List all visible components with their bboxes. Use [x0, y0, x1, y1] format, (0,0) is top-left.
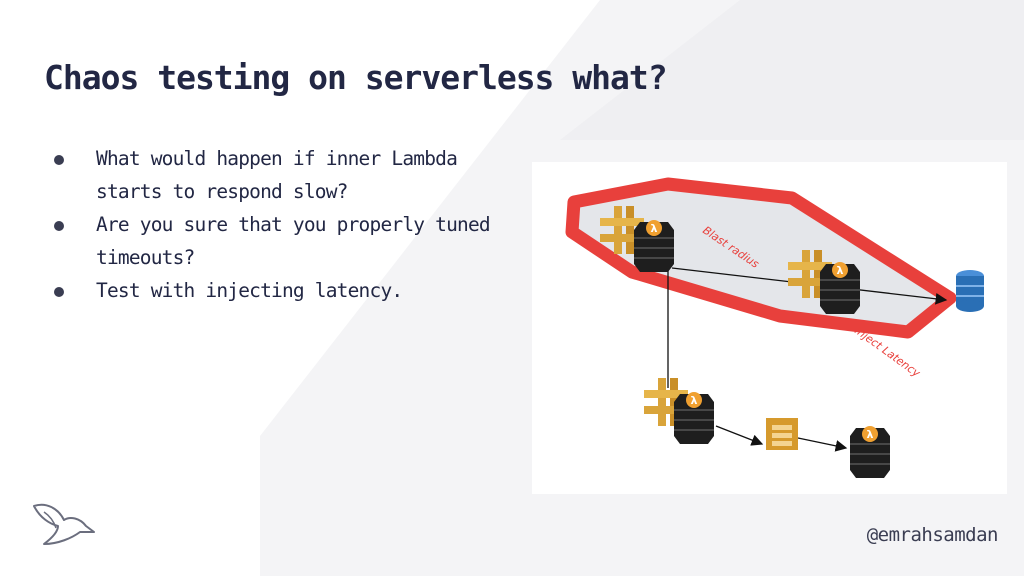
- sqs-icon: [766, 418, 798, 450]
- bullet-item: Test with injecting latency.: [52, 274, 492, 307]
- lambda-icon: [673, 391, 715, 445]
- bullet-dot: [54, 155, 64, 165]
- bullet-item: What would happen if inner Lambda starts…: [52, 142, 492, 208]
- connector: [715, 425, 764, 446]
- bullet-dot: [54, 287, 64, 297]
- lambda-icon: [819, 261, 861, 315]
- page-title: Chaos testing on serverless what?: [44, 58, 668, 97]
- bullet-dot: [54, 221, 64, 231]
- architecture-diagram-panel: λ Blast radius Inject Latency: [532, 162, 1007, 494]
- dynamodb-icon: [956, 270, 984, 312]
- bullet-list: What would happen if inner Lambda starts…: [52, 142, 492, 307]
- bird-logo-icon: [33, 503, 95, 545]
- lambda-icon: [849, 425, 891, 479]
- connector: [797, 437, 848, 452]
- architecture-diagram: λ Blast radius Inject Latency: [565, 177, 984, 479]
- author-handle: @emrahsamdan: [866, 524, 999, 546]
- bullet-item: Are you sure that you properly tuned tim…: [52, 208, 492, 274]
- lambda-icon: [633, 219, 675, 273]
